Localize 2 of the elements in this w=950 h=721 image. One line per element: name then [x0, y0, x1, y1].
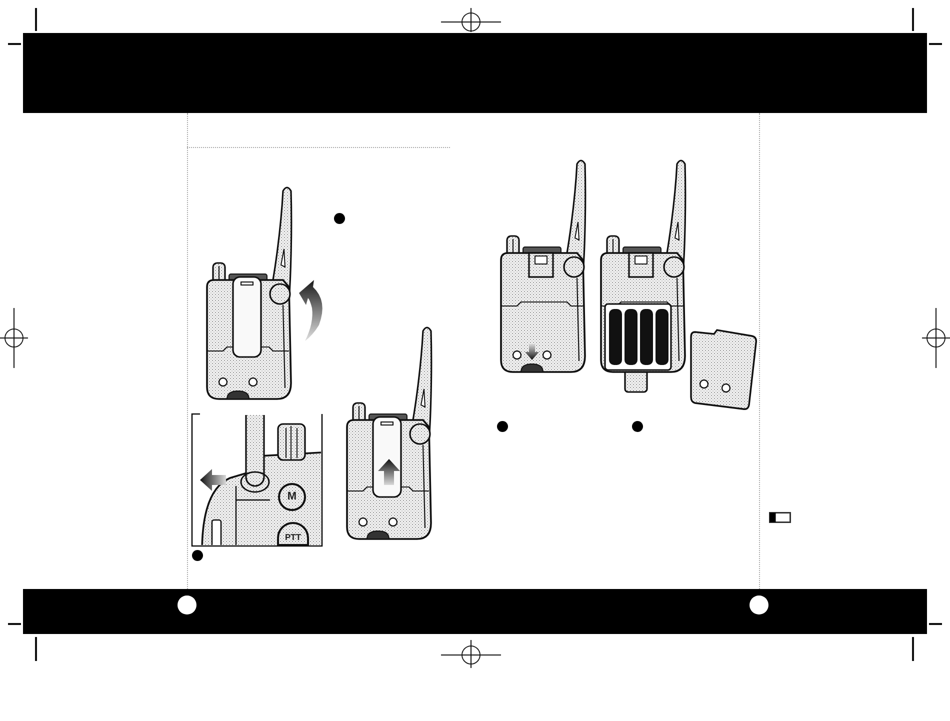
key-label: PTT — [284, 532, 302, 542]
key-label: M — [287, 492, 297, 502]
